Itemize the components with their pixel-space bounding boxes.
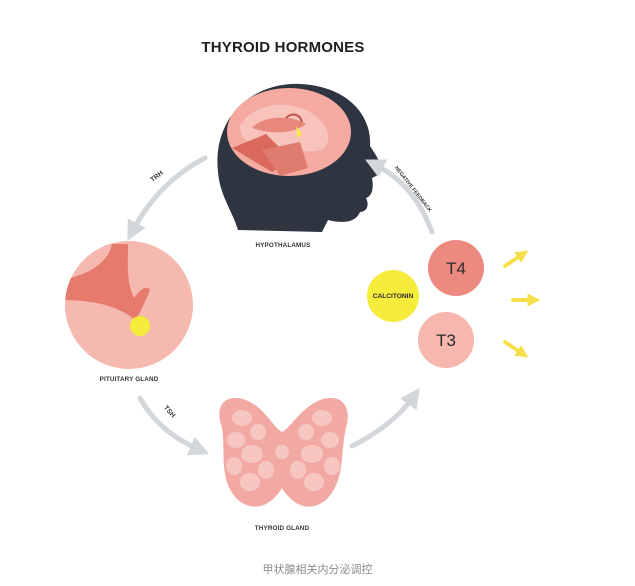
trh-arrow [127, 155, 208, 241]
t3-circle [418, 312, 474, 368]
pituitary-label: PITUITARY GLAND [100, 376, 159, 383]
calcitonin-circle [367, 270, 419, 322]
tsh-label: TSH [162, 405, 176, 420]
release-arrow-upper [503, 250, 529, 268]
brain-icon [227, 88, 351, 176]
thyroid-gland-icon [219, 397, 348, 507]
thyroid-to-hormones-arrow [349, 387, 420, 449]
hypothalamus-label: HYPOTHALAMUS [256, 242, 311, 249]
diagram-title: THYROID HORMONES [201, 39, 364, 56]
t4-label: T4 [446, 259, 466, 278]
negative-feedback-label: NEGATIVE FEEDBACK [393, 165, 433, 213]
release-arrow-lower [503, 340, 529, 358]
hypothalamus-highlight-icon [296, 126, 302, 138]
t3-label: T3 [436, 331, 456, 350]
tsh-arrow [137, 395, 210, 456]
figure-caption: 甲状腺相关内分泌调控 [262, 563, 373, 576]
thyroid-label: THYROID GLAND [255, 525, 310, 532]
negative-feedback-arrow [365, 159, 435, 235]
pituitary-dot-icon [130, 316, 150, 336]
pituitary-gland-icon [65, 241, 193, 369]
trh-label: TRH [149, 170, 164, 184]
calcitonin-label: CALCITONIN [373, 293, 414, 300]
t4-circle [428, 240, 484, 296]
